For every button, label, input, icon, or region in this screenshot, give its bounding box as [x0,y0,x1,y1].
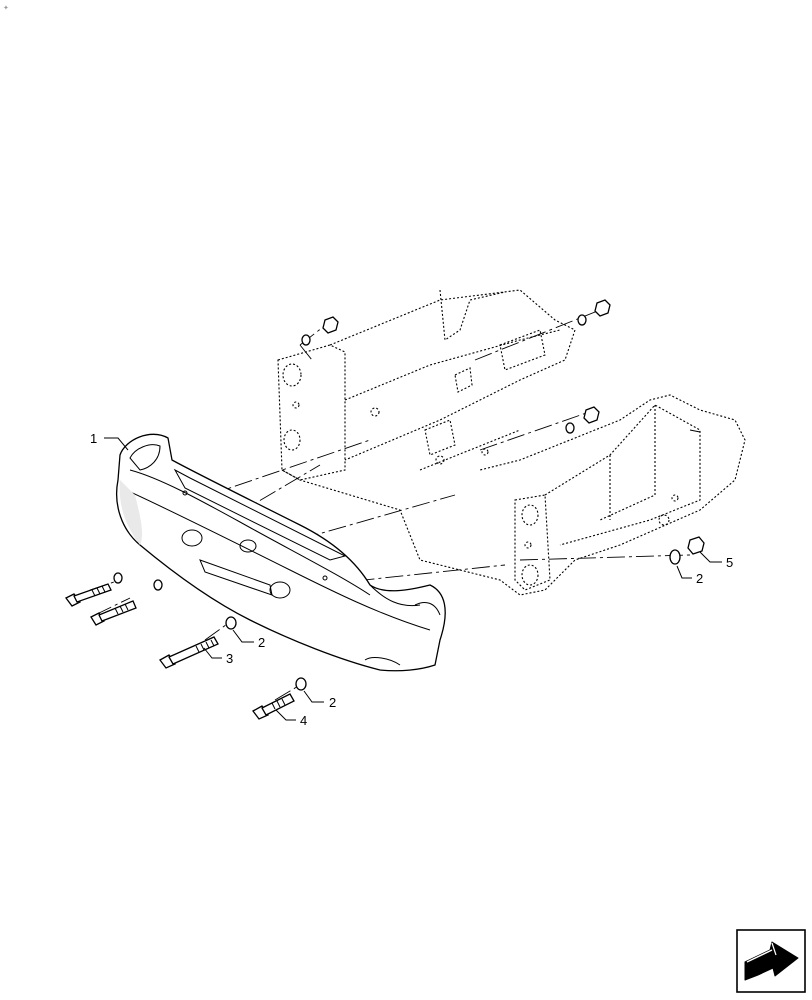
callout-5: 5 [699,551,733,570]
callout-3-label: 3 [226,651,233,666]
callout-1: 1 [90,431,129,451]
counterweight [116,433,446,672]
nut-item-5 [687,536,705,555]
hardware-top [113,299,705,691]
nut-mid-right [583,406,600,424]
callout-2-lower: 2 [303,690,336,710]
callout-2-center: 2 [232,629,265,650]
callout-4-label: 4 [300,713,307,728]
sparkle-icon: ✦ [3,4,9,12]
callout-1-label: 1 [90,431,97,446]
bolt-item-4 [252,693,295,720]
callout-2-right-label: 2 [696,571,703,586]
bolt-item-3 [159,636,219,669]
bolt-left-upper [65,583,112,607]
washer-item-2-right [669,549,681,565]
machine-frame [277,289,746,596]
bolts [65,583,295,720]
bolt-left-lower [90,600,137,626]
callout-5-label: 5 [726,555,733,570]
nut-top-left [322,316,339,334]
washer-left-lower [153,579,163,591]
washer-mid-right [565,422,575,434]
forward-arrow-icon[interactable] [736,929,806,993]
callout-2-lower-label: 2 [329,695,336,710]
washer-top-right [577,314,587,326]
washer-item-2-lower [295,677,307,691]
callout-2-center-label: 2 [258,635,265,650]
washer-item-2-center [225,616,237,630]
washer-top-left [301,334,311,346]
callout-3: 3 [203,647,233,666]
washer-left-upper [113,572,123,584]
nut-top-right [594,299,611,317]
callout-4: 4 [275,709,307,728]
callout-2-right: 2 [676,565,703,586]
